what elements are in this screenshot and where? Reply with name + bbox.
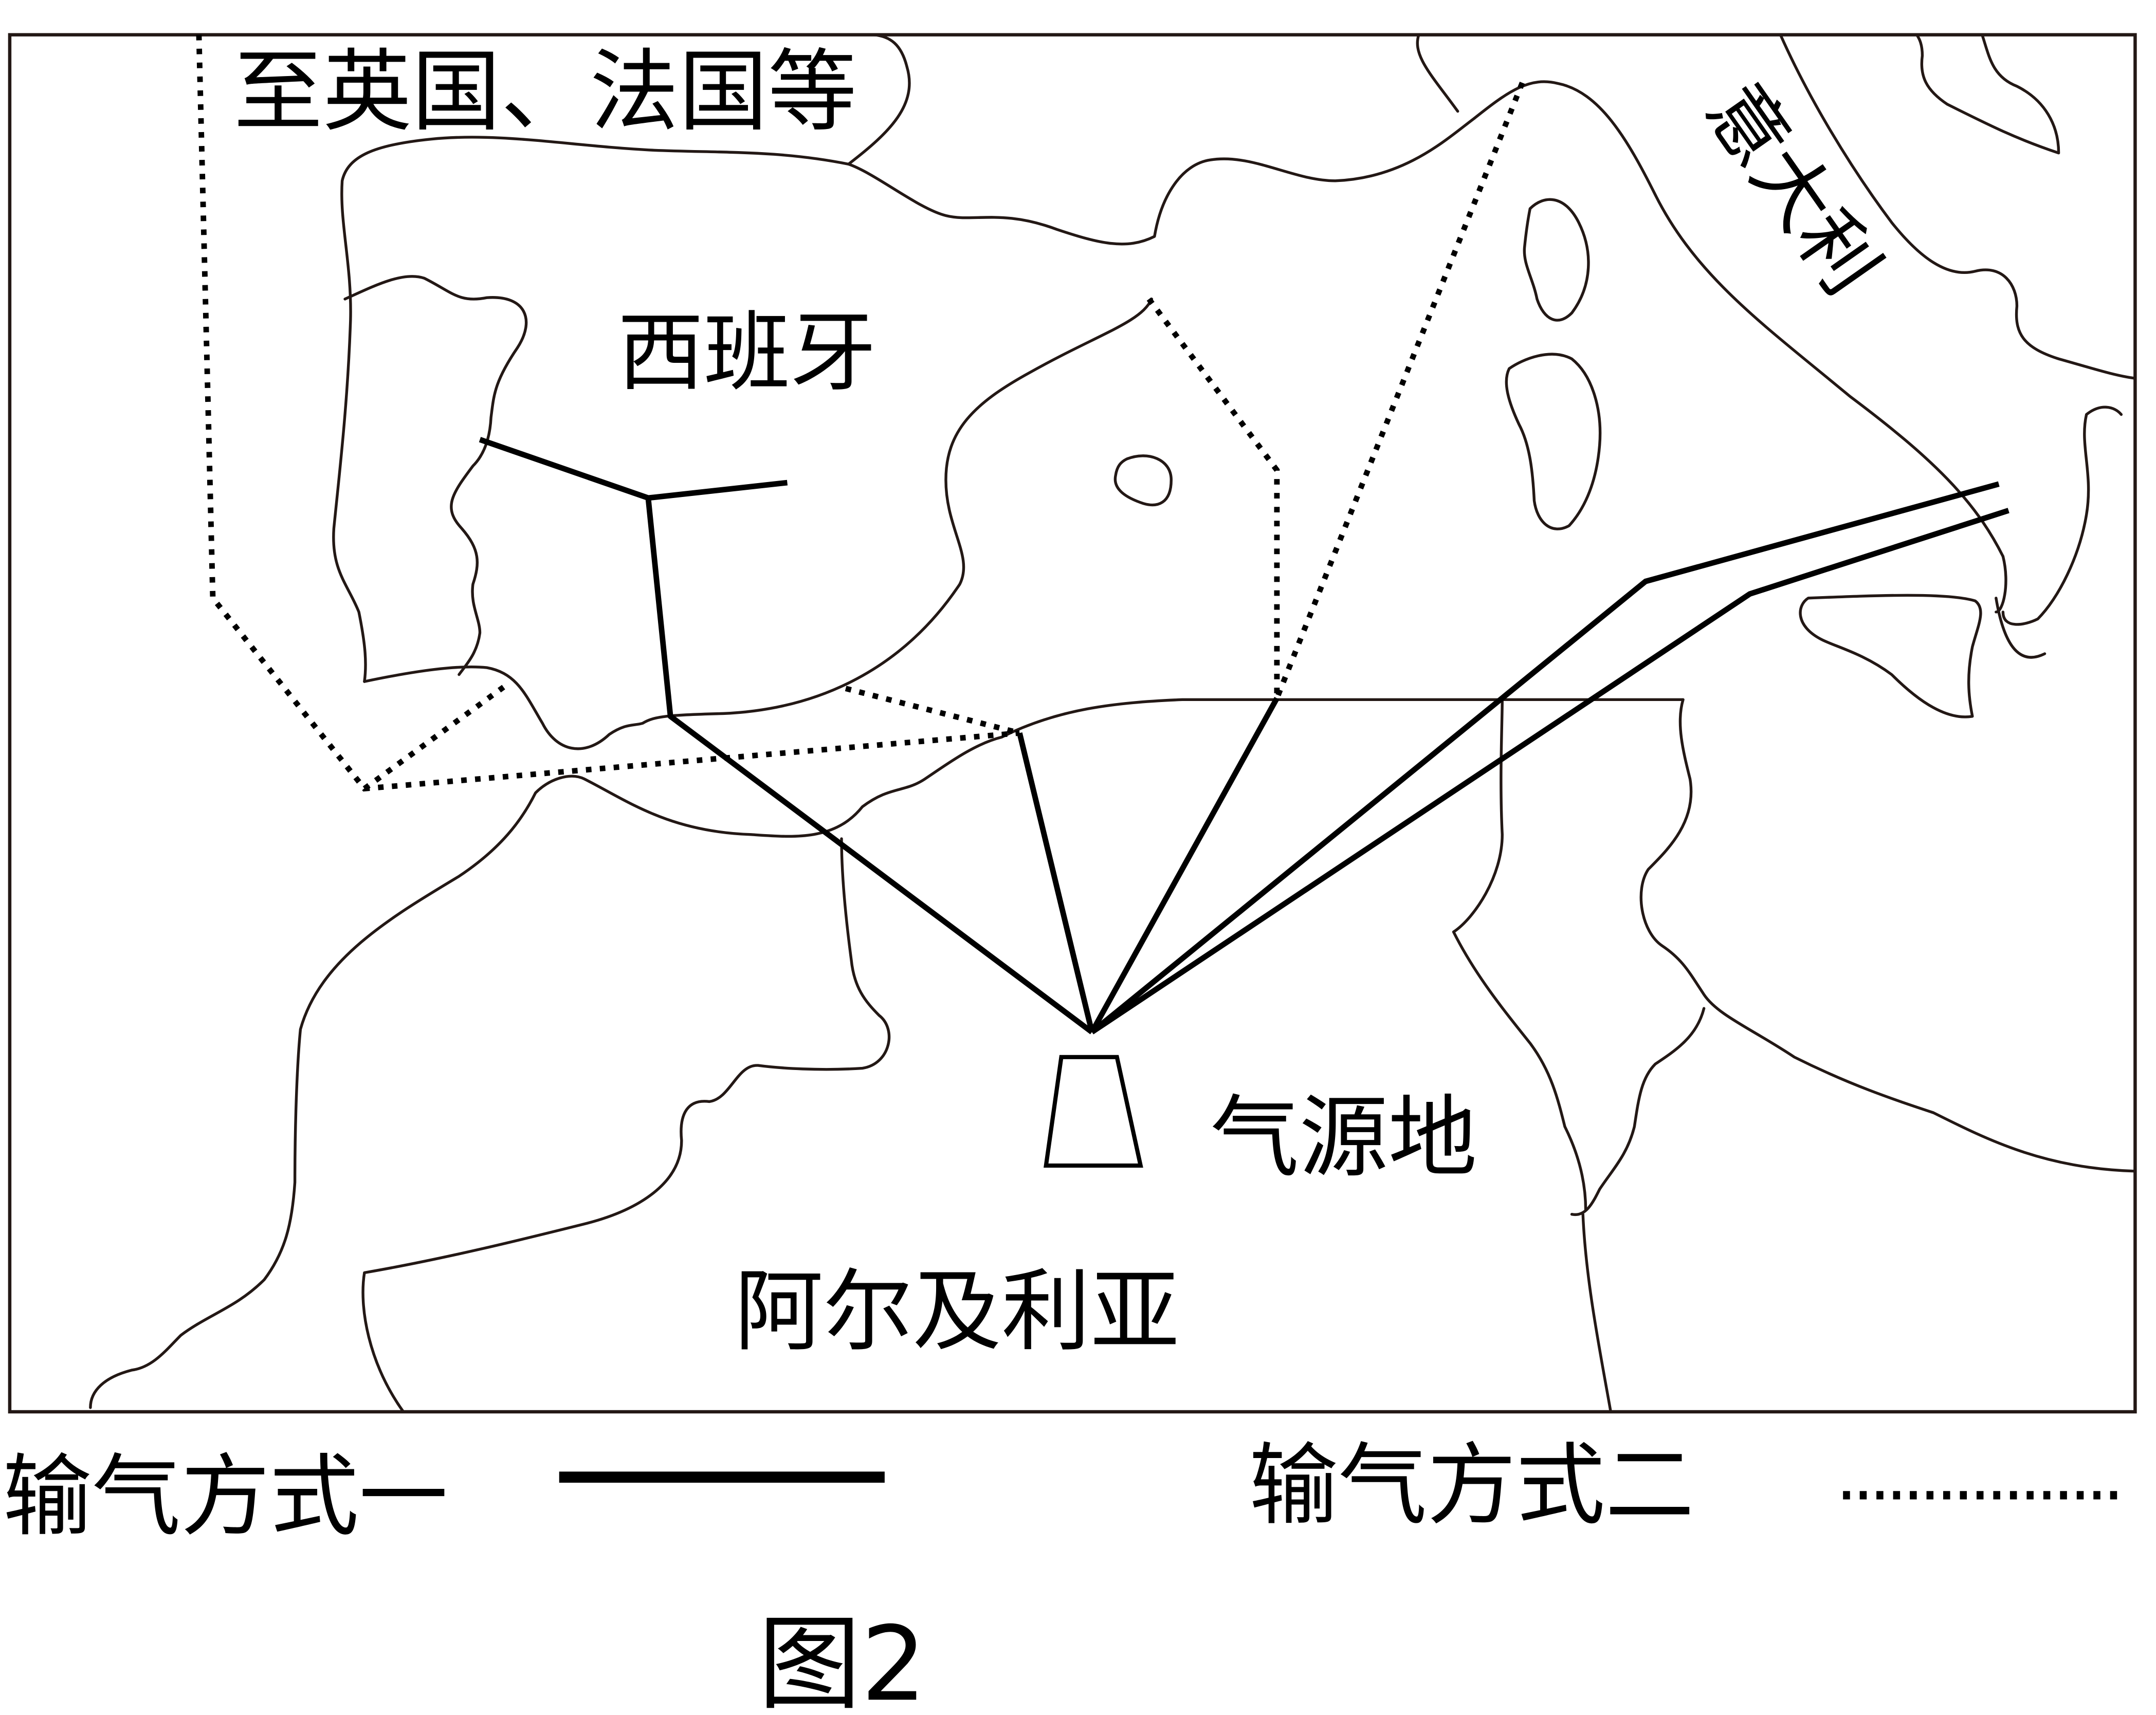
legend-label-method-two: 输气方式二 xyxy=(1249,1433,1694,1537)
label-spain: 西班牙 xyxy=(617,302,876,403)
coastlines xyxy=(89,33,2137,1413)
figure-caption: 图2 xyxy=(758,1605,927,1715)
pipeline-method-one xyxy=(479,437,2009,1035)
label-destination: 至英国、法国等 xyxy=(234,40,857,143)
legend-label-method-one: 输气方式一 xyxy=(3,1445,448,1548)
label-algeria: 阿尔及利亚 xyxy=(735,1260,1180,1363)
map-frame xyxy=(8,33,2137,1414)
gas-source-icon xyxy=(1044,1055,1143,1168)
label-gas-source: 气源地 xyxy=(1210,1085,1477,1189)
pipeline-method-two xyxy=(196,34,1526,792)
